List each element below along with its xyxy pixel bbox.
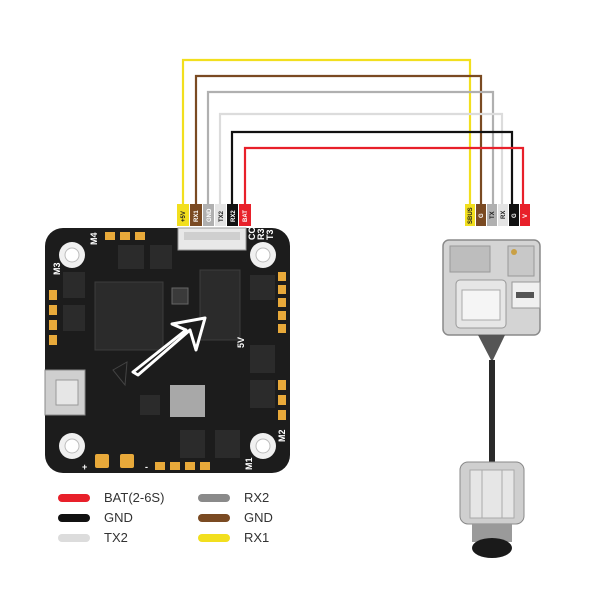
svg-text:GND: GND <box>244 510 273 525</box>
mounting-hole <box>59 433 85 459</box>
fc-pin-label: RX2 <box>231 210 237 222</box>
wire-brown <box>194 74 483 204</box>
vtx-module <box>442 239 541 462</box>
vtx-pin-label: G <box>479 213 485 218</box>
silk-cc: CC <box>247 227 257 240</box>
legend-item: RX1 <box>198 530 269 545</box>
fc-pin-label: BAT <box>243 210 249 222</box>
wire-white <box>218 112 504 204</box>
silk-minus: - <box>145 462 148 472</box>
legend-item: GND <box>198 510 273 525</box>
legend-item: BAT(2-6S) <box>58 490 164 505</box>
legend-item: RX2 <box>198 490 269 505</box>
fc-pin-label: GND <box>207 208 213 222</box>
mounting-hole <box>250 433 276 459</box>
mounting-hole <box>250 242 276 268</box>
vtx-pin-label: SBUS <box>468 207 474 224</box>
vtx-connector: SBUS G TX RX G V <box>465 204 530 226</box>
vtx-pin-label: G <box>512 213 518 218</box>
svg-text:RX1: RX1 <box>244 530 269 545</box>
svg-text:TX2: TX2 <box>104 530 128 545</box>
camera-module <box>459 461 525 558</box>
silk-m2: M2 <box>277 429 287 442</box>
motor-pads <box>49 232 286 470</box>
vtx-pin-label: V <box>523 214 529 218</box>
silk-t3: T3 <box>265 229 275 240</box>
silk-5v: 5V <box>236 337 246 348</box>
legend-item: GND <box>58 510 133 525</box>
flight-controller-board: M4 M3 M2 M1 CC R3 T3 5V + - <box>44 227 290 473</box>
arrow-icon <box>112 316 207 387</box>
wire-black <box>230 130 514 204</box>
silk-plus: + <box>82 462 87 472</box>
silk-r3: R3 <box>256 228 266 240</box>
vtx-pin-label: TX <box>490 211 496 219</box>
wire-red <box>243 146 525 204</box>
legend: BAT(2-6S) GND TX2 RX2 GND RX1 <box>58 490 273 545</box>
svg-text:BAT(2-6S): BAT(2-6S) <box>104 490 164 505</box>
fc-pin-label: RX1 <box>194 210 200 222</box>
svg-text:RX2: RX2 <box>244 490 269 505</box>
fc-connector: +5V RX1 GND TX2 RX2 BAT <box>177 204 251 226</box>
silk-m3: M3 <box>52 262 62 275</box>
fc-pin-label: +5V <box>181 211 187 222</box>
fc-pin-label: TX2 <box>219 210 225 222</box>
camera-lens-icon <box>472 538 512 558</box>
silk-m1: M1 <box>244 457 254 470</box>
svg-text:GND: GND <box>104 510 133 525</box>
mounting-hole <box>59 242 85 268</box>
silk-m4: M4 <box>89 232 99 245</box>
legend-item: TX2 <box>58 530 128 545</box>
wires <box>181 58 525 204</box>
vtx-pin-label: RX <box>501 211 507 219</box>
